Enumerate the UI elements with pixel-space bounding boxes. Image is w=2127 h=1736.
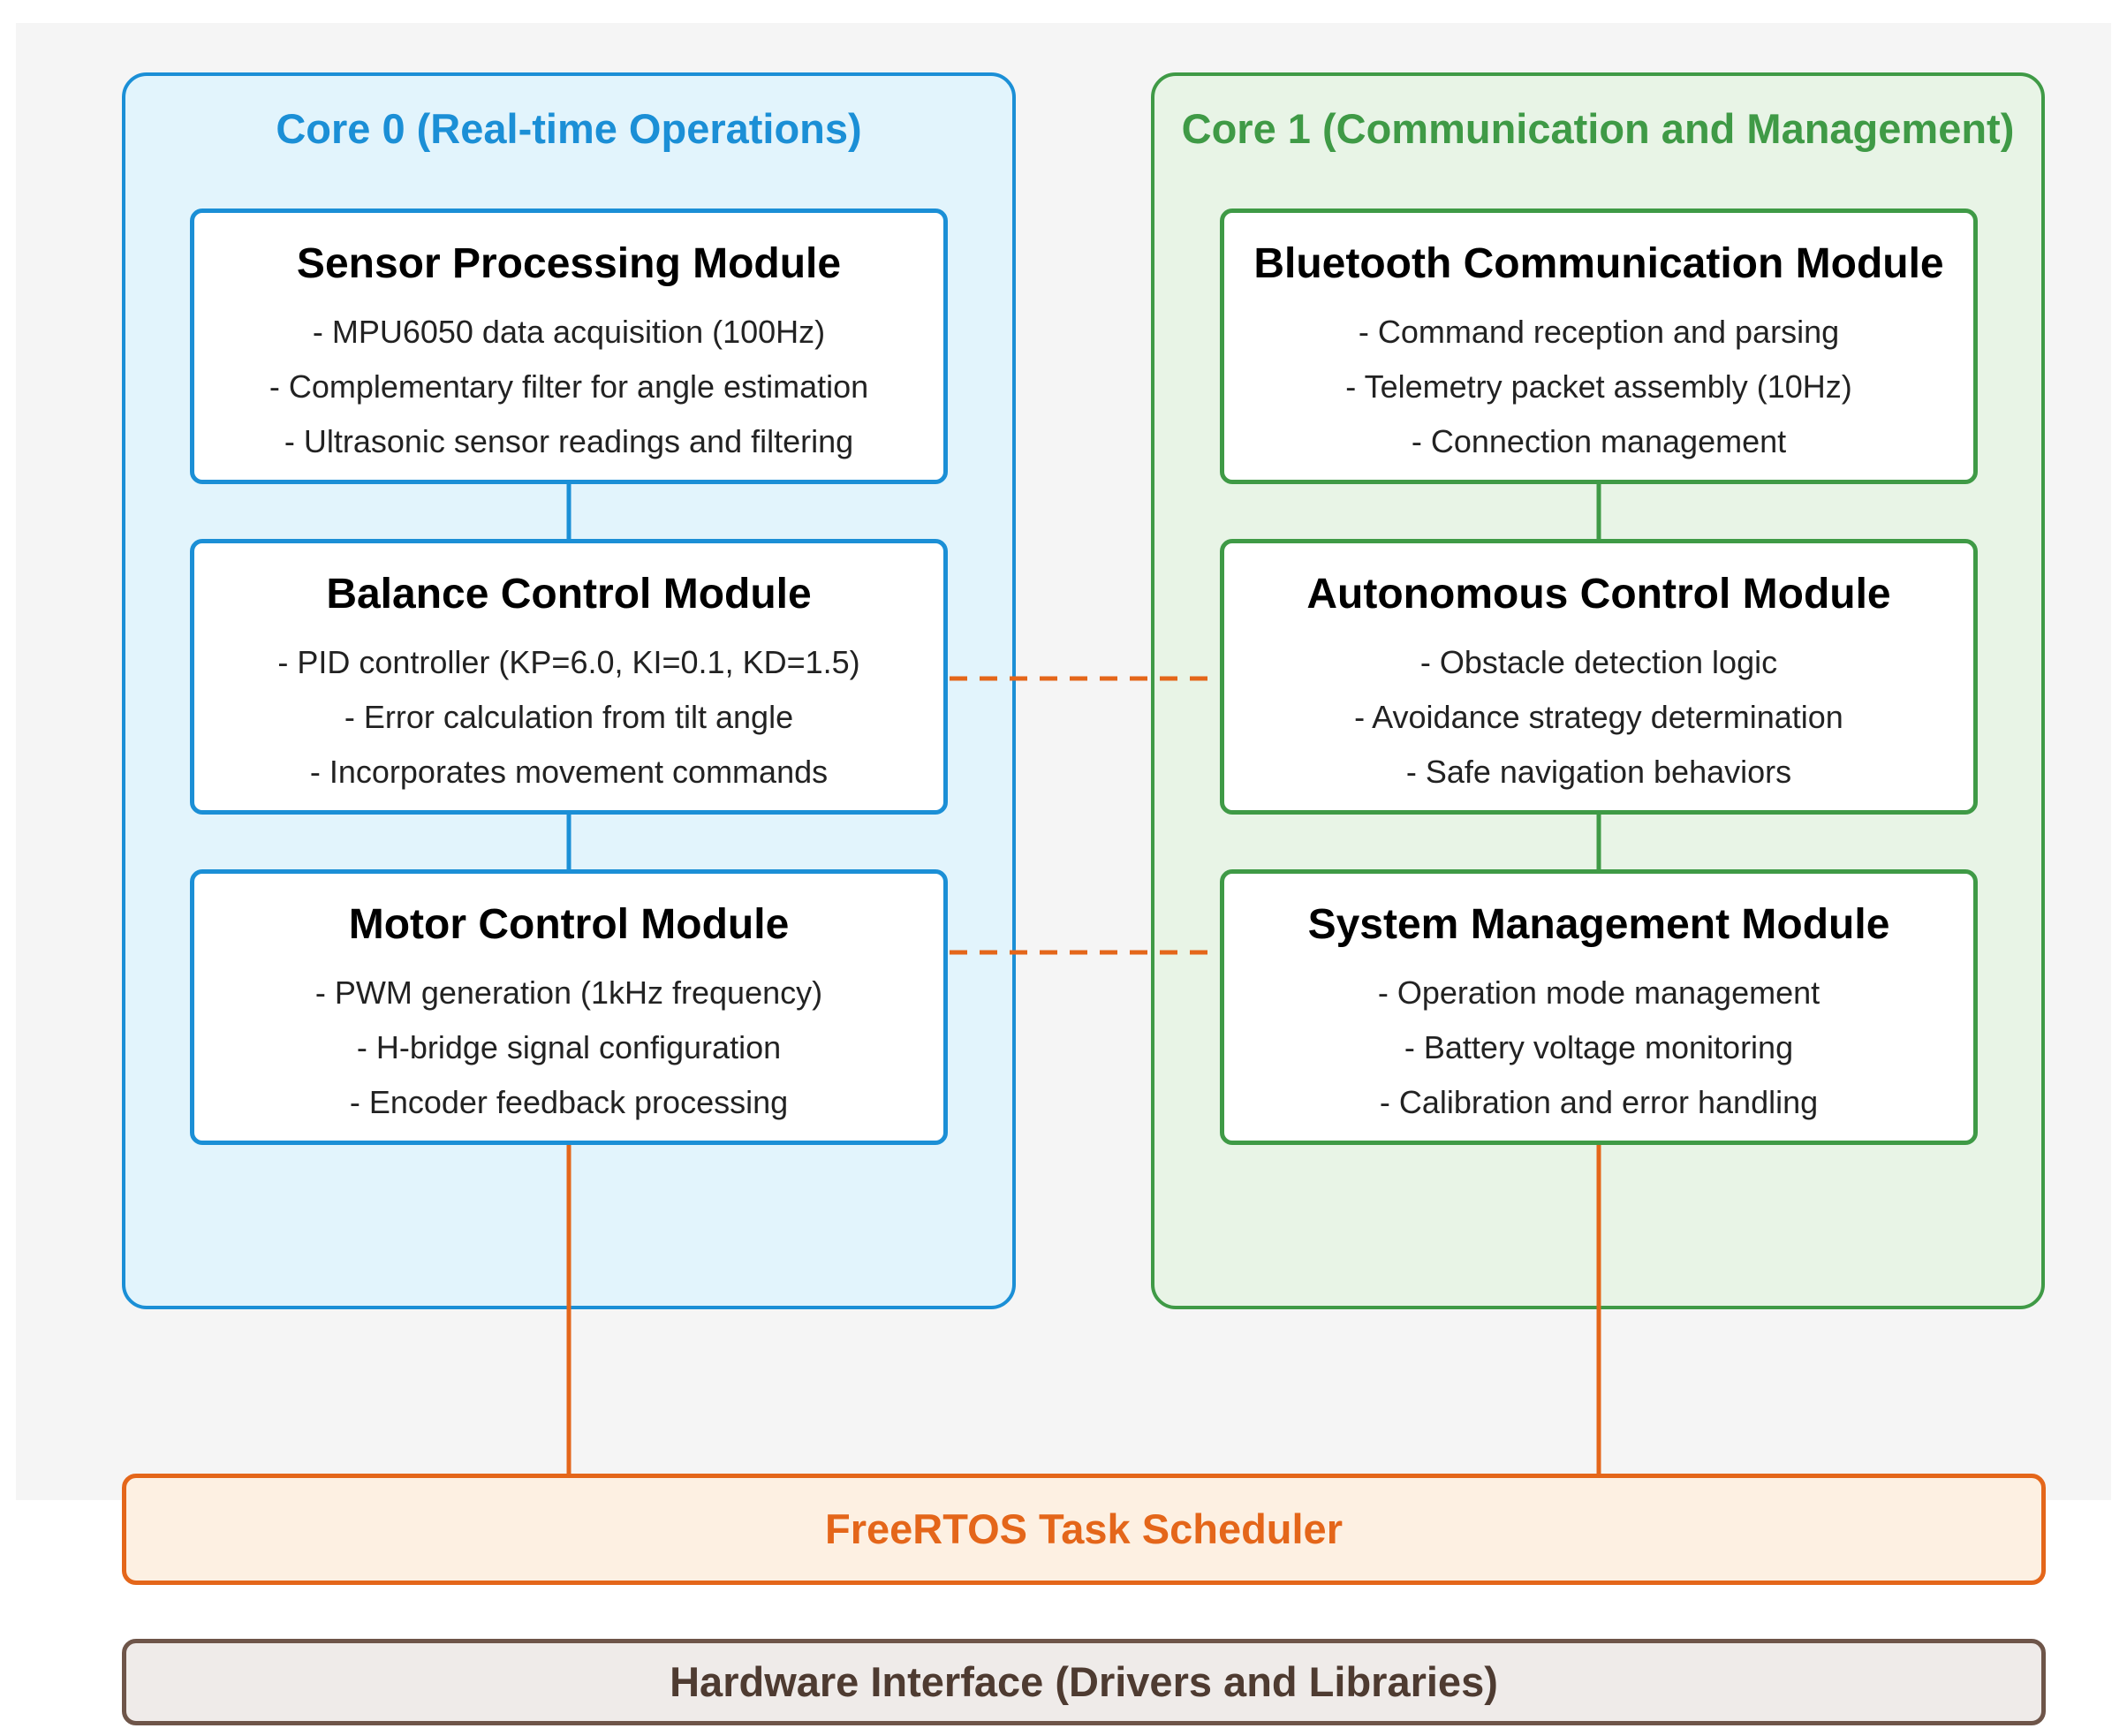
sensor-processing-module: Sensor Processing Module - MPU6050 data … — [190, 208, 948, 484]
module-item: - H-bridge signal configuration — [356, 1029, 782, 1065]
module-item: - Telemetry packet assembly (10Hz) — [1345, 368, 1852, 405]
task-scheduler-bar: FreeRTOS Task Scheduler — [122, 1474, 2046, 1585]
core1-title: Core 1 (Communication and Management) — [1181, 105, 2015, 152]
module-item: - Battery voltage monitoring — [1404, 1029, 1794, 1065]
module-item: - Avoidance strategy determination — [1354, 699, 1843, 735]
module-title: Sensor Processing Module — [296, 240, 842, 287]
module-title: System Management Module — [1307, 901, 1890, 948]
module-item: - Connection management — [1411, 423, 1787, 459]
module-item: - Error calculation from tilt angle — [344, 699, 794, 735]
balance-control-module: Balance Control Module - PID controller … — [190, 539, 948, 815]
module-item: - PWM generation (1kHz frequency) — [314, 974, 823, 1011]
bluetooth-communication-module: Bluetooth Communication Module - Command… — [1220, 208, 1978, 484]
module-item: - Calibration and error handling — [1379, 1084, 1819, 1120]
system-management-module: System Management Module - Operation mod… — [1220, 869, 1978, 1145]
module-title: Autonomous Control Module — [1306, 571, 1891, 618]
module-title: Motor Control Module — [348, 901, 790, 948]
module-title: Bluetooth Communication Module — [1253, 240, 1944, 287]
module-item: - Obstacle detection logic — [1419, 644, 1778, 680]
module-item: - Incorporates movement commands — [309, 754, 829, 790]
module-item: - Command reception and parsing — [1358, 314, 1840, 350]
module-title: Balance Control Module — [326, 571, 812, 618]
module-item: - MPU6050 data acquisition (100Hz) — [312, 314, 826, 350]
autonomous-control-module: Autonomous Control Module - Obstacle det… — [1220, 539, 1978, 815]
hardware-interface-bar: Hardware Interface (Drivers and Librarie… — [122, 1639, 2046, 1725]
module-item: - Operation mode management — [1377, 974, 1820, 1011]
module-item: - Safe navigation behaviors — [1405, 754, 1792, 790]
motor-control-module: Motor Control Module - PWM generation (1… — [190, 869, 948, 1145]
module-item: - PID controller (KP=6.0, KI=0.1, KD=1.5… — [277, 644, 860, 680]
module-item: - Encoder feedback processing — [349, 1084, 789, 1120]
module-item: - Ultrasonic sensor readings and filteri… — [284, 423, 854, 459]
core0-title: Core 0 (Real-time Operations) — [276, 105, 862, 152]
module-item: - Complementary filter for angle estimat… — [269, 368, 869, 405]
